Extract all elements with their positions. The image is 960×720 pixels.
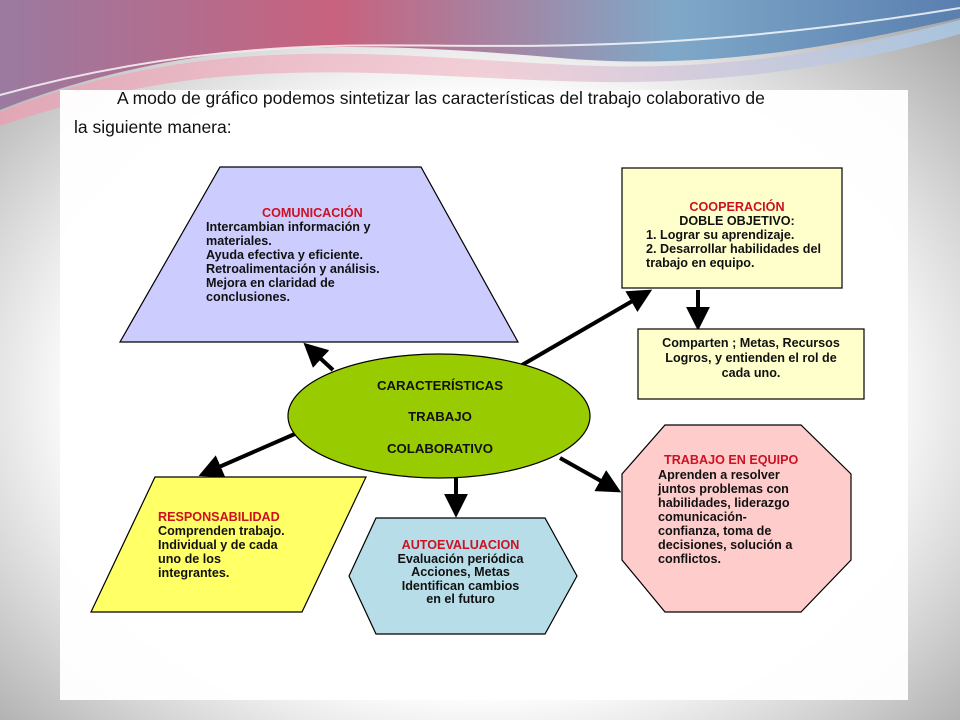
arrow-to-responsabilidad — [198, 431, 298, 478]
responsabilidad-line-1: Comprenden trabajo. — [158, 524, 285, 538]
comparten-line-3: cada uno. — [721, 366, 781, 380]
center-ellipse — [287, 353, 591, 479]
comunicacion-line-5: Mejora en claridad de — [206, 276, 335, 290]
center-line-3: COLABORATIVO — [387, 441, 493, 456]
trabajo-equipo-line-4: comunicación- — [658, 510, 747, 524]
comparten-line-2: Logros, y entienden el rol de — [665, 351, 837, 365]
comunicacion-line-2: materiales. — [206, 234, 272, 248]
comparten-content: Comparten ; Metas, Recursos Logros, y en… — [640, 336, 862, 381]
autoevaluacion-title: AUTOEVALUACION — [401, 538, 520, 552]
trabajo-equipo-line-6: decisiones, solución a — [658, 538, 793, 552]
cooperacion-box — [621, 167, 843, 289]
comunicacion-line-6: conclusiones. — [206, 290, 290, 304]
arrow-to-trabajo-equipo — [559, 456, 622, 493]
cooperacion-line-2: 2. Desarrollar habilidades del — [646, 242, 821, 256]
trabajo-equipo-line-7: conflictos. — [658, 552, 721, 566]
comunicacion-line-3: Ayuda efectiva y eficiente. — [206, 248, 364, 262]
autoevaluacion-line-1: Evaluación periódica — [397, 551, 524, 566]
responsabilidad-line-3: uno de los — [158, 552, 221, 566]
trabajo-equipo-line-3: habilidades, liderazgo — [658, 496, 790, 510]
responsabilidad-title: RESPONSABILIDAD — [158, 510, 280, 524]
comunicacion-trapezoid — [118, 166, 520, 343]
comunicacion-title: COMUNICACIÓN — [262, 206, 363, 220]
trabajo-equipo-title: TRABAJO EN EQUIPO — [664, 453, 799, 467]
intro-line-1: A modo de gráfico podemos sintetizar las… — [117, 88, 765, 108]
comunicacion-content: COMUNICACIÓN Intercambian información y … — [206, 206, 380, 304]
cooperacion-title: COOPERACIÓN — [689, 200, 785, 214]
autoevaluacion-line-2: Acciones, Metas — [411, 565, 510, 579]
comparten-box — [637, 328, 865, 400]
trabajo-equipo-line-5: confianza, toma de — [658, 524, 772, 538]
responsabilidad-line-4: integrantes. — [158, 566, 230, 580]
cooperacion-line-1: 1. Lograr su aprendizaje. — [646, 228, 795, 242]
center-line-1: CARACTERÍSTICAS — [376, 378, 503, 393]
autoevaluacion-hexagon — [348, 517, 578, 635]
comparten-line-1: Comparten ; Metas, Recursos — [662, 336, 840, 350]
arrow-to-cooperacion — [520, 289, 653, 367]
arrow-to-comunicacion — [303, 342, 335, 372]
comunicacion-line-1: Intercambian información y — [206, 220, 371, 234]
autoevaluacion-content: AUTOEVALUACION Evaluación periódica Acci… — [376, 538, 545, 607]
center-line-2: TRABAJO — [408, 409, 472, 424]
trabajo-equipo-octagon — [621, 424, 852, 613]
intro-line-2: la siguiente manera: — [74, 117, 232, 137]
comunicacion-line-4: Retroalimentación y análisis. — [206, 262, 380, 276]
trabajo-equipo-content: TRABAJO EN EQUIPO Aprenden a resolver ju… — [658, 453, 798, 566]
autoevaluacion-line-3: Identifican cambios — [401, 578, 520, 593]
responsabilidad-parallelogram — [90, 476, 367, 613]
trabajo-equipo-line-2: juntos problemas con — [658, 482, 789, 496]
trabajo-equipo-line-1: Aprenden a resolver — [658, 468, 780, 482]
cooperacion-subtitle: DOBLE OBJETIVO: — [679, 214, 795, 228]
autoevaluacion-line-4: en el futuro — [426, 592, 495, 606]
responsabilidad-line-2: Individual y de cada — [158, 538, 278, 552]
responsabilidad-content: RESPONSABILIDAD Comprenden trabajo. Indi… — [158, 510, 285, 580]
cooperacion-line-3: trabajo en equipo. — [646, 256, 755, 270]
cooperacion-content: COOPERACIÓN DOBLE OBJETIVO: 1. Lograr su… — [646, 200, 842, 270]
